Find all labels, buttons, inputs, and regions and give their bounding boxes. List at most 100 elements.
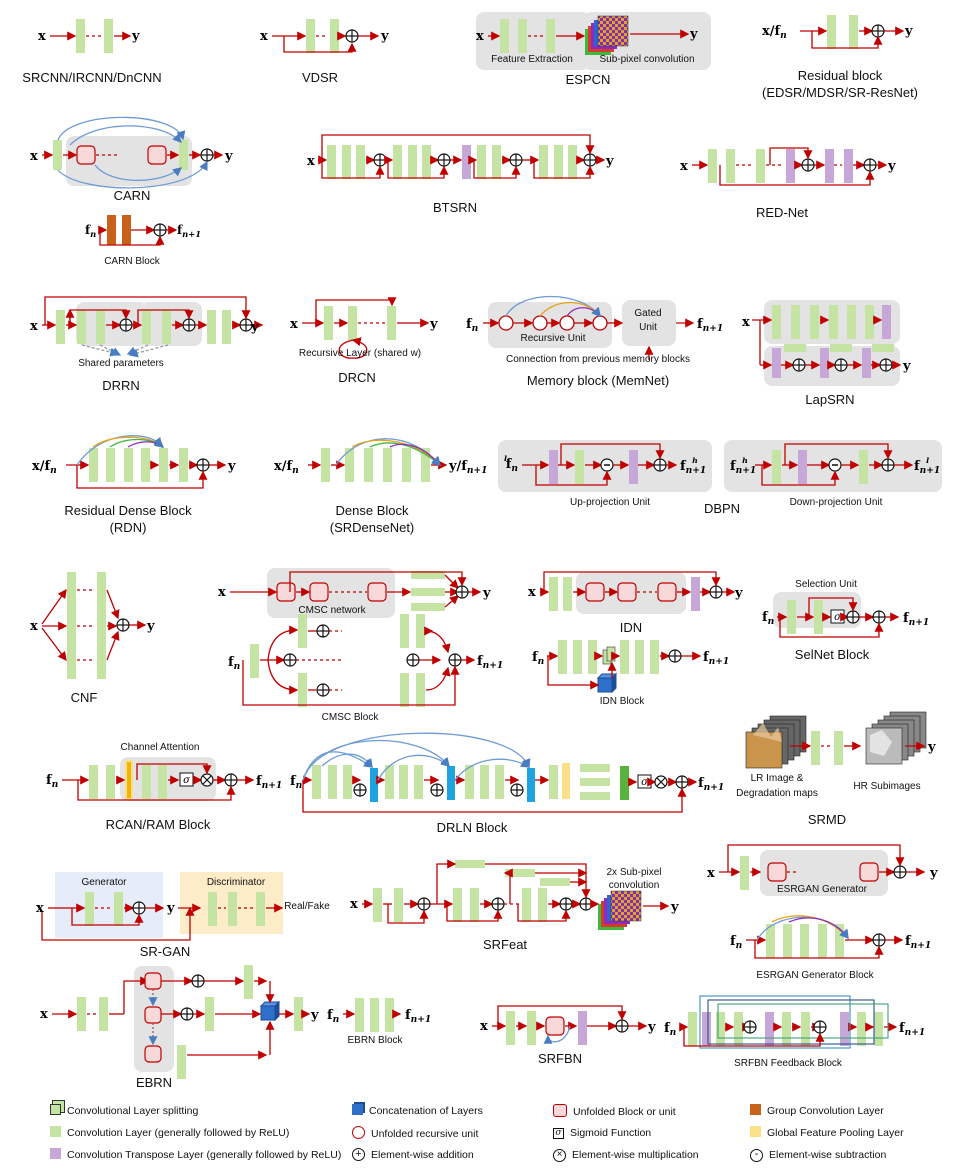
arrow	[44, 296, 251, 325]
conv-layer	[849, 15, 858, 49]
conv-layer	[810, 305, 819, 339]
conv-layer	[256, 892, 265, 926]
math-label: fn	[664, 1021, 677, 1038]
srgan-title: SR-GAN	[139, 944, 191, 959]
conv-layer	[394, 888, 403, 922]
transpose-conv-layer	[844, 149, 853, 183]
mult-icon	[656, 777, 666, 787]
arrow	[683, 1027, 825, 1047]
conv-layer	[505, 869, 535, 877]
conv-layer	[563, 577, 572, 611]
skip-link	[128, 344, 169, 358]
math-label: x	[742, 315, 750, 330]
unfolded-block	[657, 582, 677, 602]
srmd-lr-label-1: LR Image &	[750, 773, 804, 784]
espcn-subpixel-label: Sub-pixel convolution	[599, 54, 695, 65]
transpose-conv-layer	[862, 348, 871, 378]
arrow	[321, 134, 595, 160]
conv-layer	[402, 448, 411, 482]
math-label: x/fn	[32, 459, 57, 476]
conv-layer	[97, 572, 106, 608]
conv-layer	[298, 614, 307, 648]
conv-layer	[179, 140, 188, 170]
transpose-conv-layer	[691, 577, 700, 611]
conv-layer	[89, 765, 98, 799]
transpose-conv-layer	[578, 1011, 587, 1045]
conv-layer	[568, 145, 577, 179]
math-label: fn	[730, 934, 743, 951]
conv-layer	[847, 305, 856, 339]
memnet-recursive-unit-label: Recursive Unit	[520, 333, 586, 344]
conv-layer	[162, 310, 171, 344]
transpose-conv-layer	[882, 305, 891, 339]
pooling-layer	[127, 762, 131, 798]
math-label: x	[260, 29, 268, 44]
unfolded-block	[276, 582, 296, 602]
transpose-conv-layer	[629, 450, 638, 484]
math-label: x	[30, 149, 38, 164]
drcn-recursive-layer-label: Recursive Layer (shared w)	[298, 348, 422, 359]
math-label: fn+1	[697, 317, 723, 334]
down-projection-label: Down-projection Unit	[789, 497, 883, 508]
conv-layer	[835, 924, 844, 958]
conv-layer	[370, 998, 379, 1032]
skip-link	[566, 307, 601, 317]
arrow	[503, 868, 513, 904]
subpixel-map	[610, 890, 642, 922]
conv-layer	[411, 603, 445, 611]
srmd-hr-label: HR Subimages	[853, 781, 921, 792]
arrow	[769, 147, 813, 165]
math-label: fn+1	[177, 223, 201, 239]
legend-label: Element-wise multiplication	[572, 1149, 699, 1161]
legend-label: Unfolded Block or unit	[573, 1106, 676, 1118]
concat-icon	[352, 1104, 363, 1118]
dbpn-title: DBPN	[703, 501, 741, 516]
conv-layer	[688, 1012, 697, 1046]
transpose-conv-layer	[549, 450, 558, 484]
rdb-subtitle: (RDN)	[109, 520, 147, 535]
drrn-title: DRRN	[102, 378, 140, 393]
cnf-title: CNF	[70, 690, 98, 705]
conv-layer	[495, 765, 504, 799]
conv-layer	[580, 764, 610, 772]
pooling-layer	[562, 763, 570, 799]
conv-layer	[77, 997, 86, 1031]
conv-layer	[620, 640, 629, 674]
conv-layer	[857, 1012, 866, 1046]
conv-layer	[205, 997, 214, 1031]
math-label: y	[482, 586, 491, 601]
unfolded-block	[585, 582, 605, 602]
srcnn-title: SRCNN/IRCNN/DnCNN	[22, 70, 162, 85]
math-label: y	[902, 359, 911, 374]
conv-layer	[414, 765, 423, 799]
math-label: y	[887, 159, 896, 174]
conv-layer	[142, 765, 151, 799]
math-label: fn	[85, 223, 96, 239]
unfolded-block	[367, 582, 387, 602]
srmd-lr-label-2: Degradation maps	[736, 788, 818, 799]
conv-layer	[549, 765, 558, 799]
residual-block-subtitle: (EDSR/MDSR/SR-ResNet)	[761, 85, 919, 100]
conv-layer	[830, 344, 852, 352]
math-label: fn	[46, 773, 59, 790]
conv-layer	[549, 577, 558, 611]
conv-layer	[400, 673, 409, 707]
arrow	[446, 904, 503, 922]
sigmoid-icon: σ	[834, 612, 842, 623]
conv-layer	[97, 643, 106, 679]
math-label: y	[689, 27, 698, 42]
conv-layer	[782, 1012, 791, 1046]
legend-label: Sigmoid Function	[570, 1126, 652, 1139]
conv-layer	[422, 145, 431, 179]
conv-layer	[455, 860, 485, 868]
add-icon: +	[352, 1148, 365, 1161]
conv-layer	[99, 997, 108, 1031]
legend-item: Convolution Layer (generally followed by…	[50, 1126, 289, 1140]
conv-layer	[772, 450, 781, 484]
selection-unit-label: Selection Unit	[795, 579, 857, 590]
transpose-conv-layer	[840, 1012, 849, 1046]
unfolded-unit-icon	[352, 1126, 365, 1142]
conv-layer	[453, 888, 462, 922]
ebrn-block-title: EBRN Block	[347, 1035, 403, 1046]
conv-layer	[393, 145, 402, 179]
